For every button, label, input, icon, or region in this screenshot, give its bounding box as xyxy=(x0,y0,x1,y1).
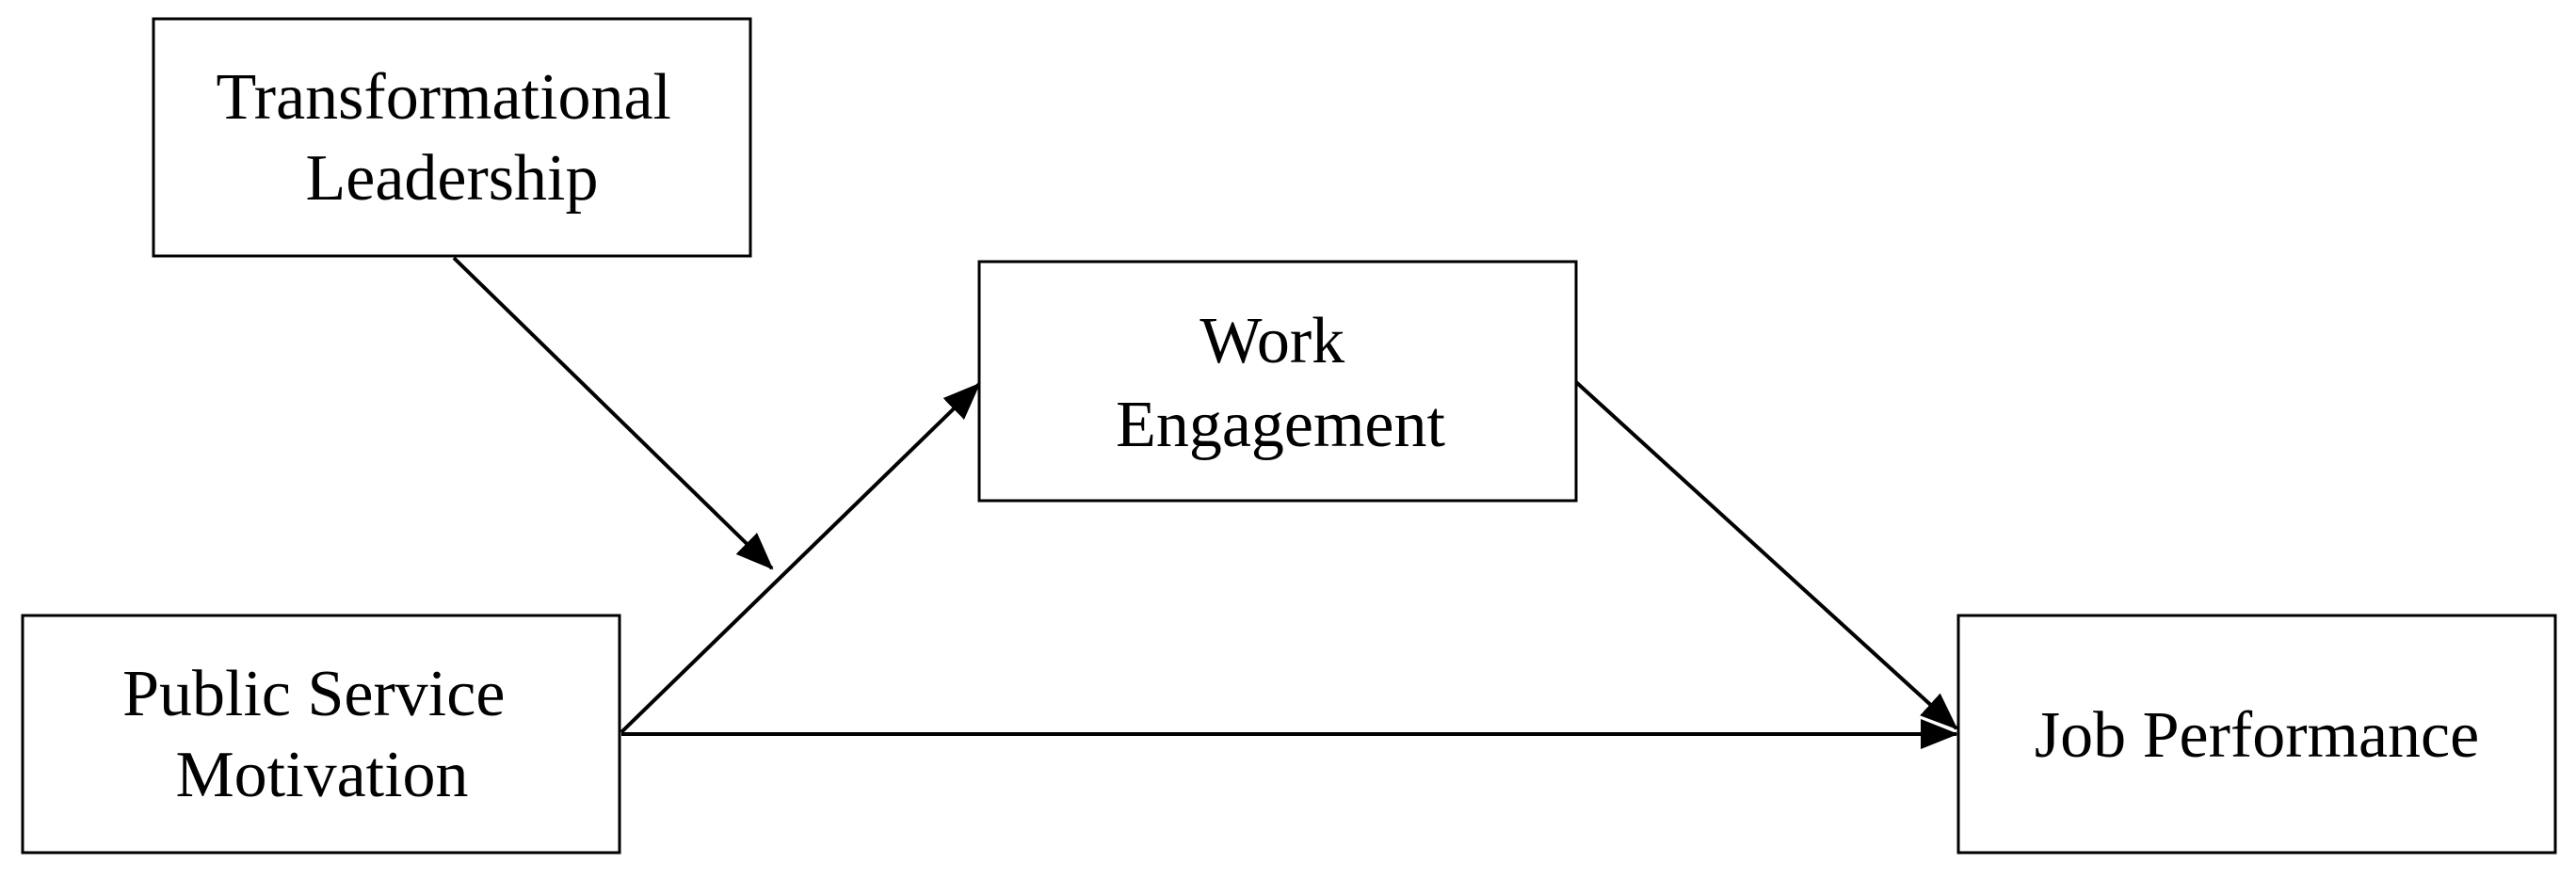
node-transformational-leadership-line-1: Transformational xyxy=(217,61,671,134)
node-transformational-leadership: Transformational Leadership xyxy=(152,17,752,258)
node-public-service-motivation-box xyxy=(21,614,621,855)
node-work-engagement-line-2: Engagement xyxy=(1116,389,1445,461)
svg-text:Job Performance: Job Performance xyxy=(2035,699,2479,772)
node-work-engagement: Work Engagement xyxy=(977,260,1578,503)
node-work-engagement-box xyxy=(977,260,1578,503)
arrow-psm-to-work-engagement xyxy=(620,382,981,734)
node-job-performance: Job Performance xyxy=(1956,614,2557,855)
node-public-service-motivation: Public Service Motivation xyxy=(21,614,621,855)
node-transformational-leadership-box xyxy=(152,17,752,258)
arrow-work-engagement-to-job-performance xyxy=(1574,380,1958,730)
svg-text:Public Service Motivatio: Public Service Motivation xyxy=(122,658,522,811)
node-public-service-motivation-line-2: Motivation xyxy=(175,739,468,811)
node-job-performance-line-1: Job Performance xyxy=(2035,699,2479,772)
node-transformational-leadership-line-2: Leadership xyxy=(306,142,599,215)
node-work-engagement-line-1: Work xyxy=(1199,305,1344,377)
svg-text:Transformational Leaders: Transformational Leadership xyxy=(217,61,688,215)
arrow-transformational-leadership-moderation xyxy=(452,256,774,570)
svg-text:Work Engagement: Work Engagement xyxy=(1116,305,1445,461)
node-public-service-motivation-line-1: Public Service xyxy=(122,658,505,730)
node-job-performance-box xyxy=(1956,614,2557,855)
